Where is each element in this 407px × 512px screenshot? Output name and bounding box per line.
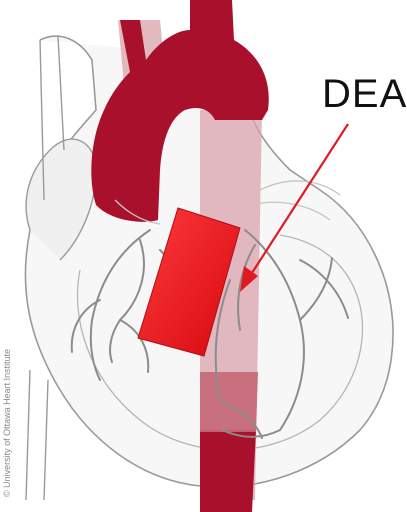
copyright-text: © University of Ottawa Heart Institute — [2, 349, 12, 497]
dea-label: DEA — [322, 74, 407, 114]
